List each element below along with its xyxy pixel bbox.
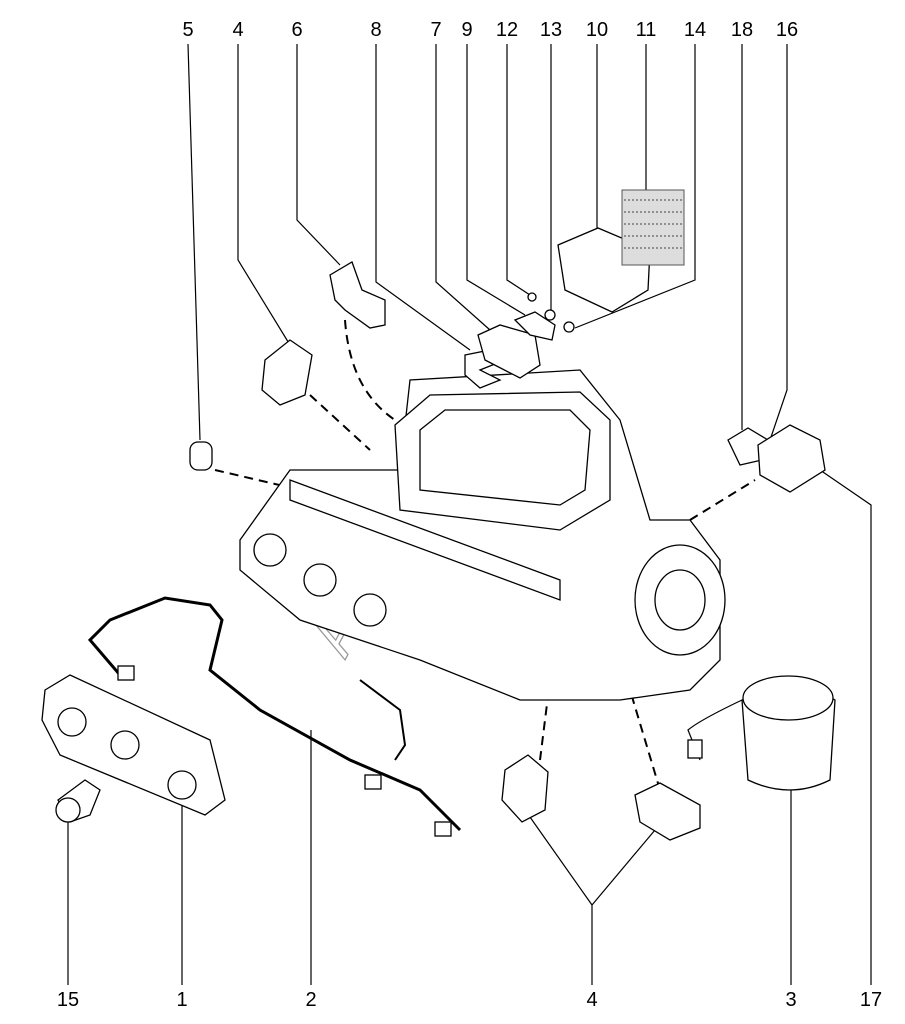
callout-9: 9 [461, 19, 472, 41]
part-2-wiring-harness [87, 596, 462, 837]
leader-lines [67, 43, 872, 985]
callout-10: 10 [586, 19, 608, 41]
part-4-actuator-lower-right [634, 782, 701, 841]
part-16-duct [757, 424, 826, 493]
callout-1: 1 [176, 989, 187, 1011]
part-13-ring [544, 309, 556, 321]
callout-18: 18 [731, 19, 753, 41]
callout-4: 4 [232, 19, 243, 41]
part-4-actuator [261, 339, 313, 406]
callout-11: 11 [636, 19, 657, 41]
callout-3: 3 [785, 989, 796, 1011]
callout-7: 7 [430, 19, 441, 41]
callout-13: 13 [540, 19, 562, 41]
part-6-sensor [329, 261, 386, 329]
callout-16: 16 [776, 19, 798, 41]
callout-4-bottom: 4 [586, 989, 597, 1011]
callout-8: 8 [370, 19, 381, 41]
callouts-top: 5 4 6 8 7 9 12 13 10 11 14 18 16 [182, 19, 798, 41]
part-9-plate [513, 311, 556, 341]
heater-housing [239, 369, 726, 701]
part-4-actuator-lower-left [501, 754, 549, 823]
callout-2: 2 [305, 989, 316, 1011]
callout-14: 14 [684, 19, 706, 41]
callout-5: 5 [182, 19, 193, 41]
part-11-filter [621, 189, 685, 266]
callouts-bottom: 15 1 2 4 3 17 [57, 989, 882, 1011]
part-14-ring [563, 321, 575, 333]
part-12-ring [527, 292, 537, 302]
callout-6: 6 [291, 19, 302, 41]
callout-15: 15 [57, 989, 79, 1011]
part-5-bulb [189, 441, 213, 471]
part-1-control-panel [41, 674, 226, 816]
callout-17: 17 [860, 989, 882, 1011]
part-7-bracket [477, 324, 541, 379]
part-3-blower-motor [687, 675, 836, 791]
part-15-switch [55, 779, 101, 823]
callout-12: 12 [496, 19, 518, 41]
